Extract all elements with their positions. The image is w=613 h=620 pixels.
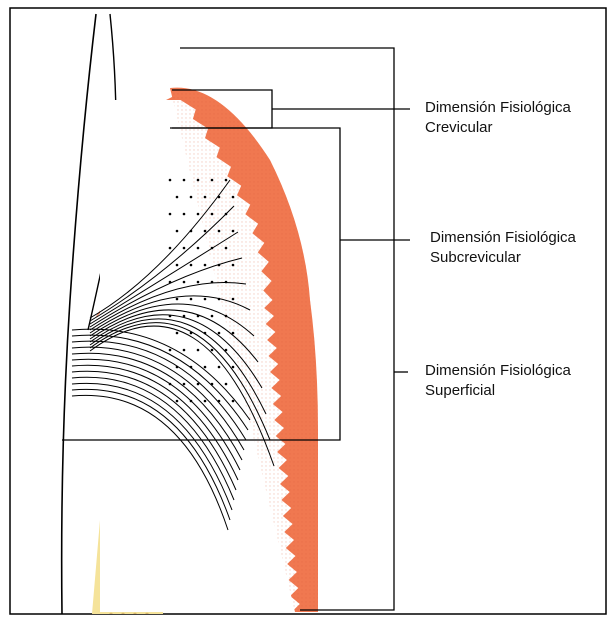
cell-dot	[204, 264, 207, 267]
cell-dot	[225, 383, 228, 386]
cell-dot	[218, 400, 221, 403]
cell-dot	[225, 281, 228, 284]
cell-dot	[211, 247, 214, 250]
cell-dot	[232, 196, 235, 199]
cell-dot	[183, 247, 186, 250]
label-crevicular: Dimensión Fisiológica Crevicular	[425, 98, 571, 138]
cell-dot	[232, 264, 235, 267]
cell-dot	[169, 247, 172, 250]
cell-dot	[183, 213, 186, 216]
cell-dot	[190, 196, 193, 199]
cell-dot	[197, 383, 200, 386]
cell-dot	[211, 179, 214, 182]
cell-dot	[204, 400, 207, 403]
cell-dot	[204, 196, 207, 199]
cell-dot	[176, 400, 179, 403]
cell-dot	[169, 383, 172, 386]
label-subcrevicular: Dimensión Fisiológica Subcrevicular	[430, 228, 576, 268]
cell-dot	[197, 281, 200, 284]
cell-dot	[190, 298, 193, 301]
cell-dot	[232, 298, 235, 301]
cell-dot	[190, 366, 193, 369]
cell-dot	[232, 366, 235, 369]
cell-dot	[232, 230, 235, 233]
cell-dot	[218, 332, 221, 335]
label-crevicular-line1: Dimensión Fisiológica	[425, 98, 571, 118]
cell-dot	[183, 349, 186, 352]
cell-dot	[232, 400, 235, 403]
cell-dot	[204, 366, 207, 369]
cell-dot	[225, 247, 228, 250]
label-superficial-line2: Superficial	[425, 381, 571, 401]
cell-dot	[176, 366, 179, 369]
cell-dot	[218, 298, 221, 301]
cell-dot	[204, 230, 207, 233]
cell-dot	[190, 264, 193, 267]
cell-dot	[197, 213, 200, 216]
cell-dot	[218, 366, 221, 369]
label-superficial-line1: Dimensión Fisiológica	[425, 361, 571, 381]
cell-dot	[211, 213, 214, 216]
label-subcrevicular-line2: Subcrevicular	[430, 248, 576, 268]
cell-dot	[169, 213, 172, 216]
cell-dot	[211, 383, 214, 386]
cell-dot	[190, 332, 193, 335]
cell-dot	[197, 315, 200, 318]
cell-dot	[176, 196, 179, 199]
cell-dot	[169, 281, 172, 284]
cell-dot	[225, 315, 228, 318]
cell-dot	[218, 196, 221, 199]
cell-dot	[211, 281, 214, 284]
cell-dot	[225, 213, 228, 216]
label-crevicular-line2: Crevicular	[425, 118, 571, 138]
cell-dot	[197, 179, 200, 182]
cell-dot	[183, 281, 186, 284]
cell-dot	[183, 383, 186, 386]
cell-dot	[218, 230, 221, 233]
cell-dot	[218, 264, 221, 267]
cell-dot	[176, 298, 179, 301]
cell-dot	[204, 332, 207, 335]
cell-dot	[225, 179, 228, 182]
label-subcrevicular-line1: Dimensión Fisiológica	[430, 228, 576, 248]
cell-dot	[211, 349, 214, 352]
cell-dot	[176, 332, 179, 335]
cell-dot	[197, 247, 200, 250]
cell-dot	[232, 332, 235, 335]
cell-dot	[197, 349, 200, 352]
cell-dot	[225, 349, 228, 352]
label-superficial: Dimensión Fisiológica Superficial	[425, 361, 571, 401]
cell-dot	[183, 179, 186, 182]
cell-dot	[176, 264, 179, 267]
cell-dot	[190, 400, 193, 403]
cell-dot	[190, 230, 193, 233]
cell-dot	[169, 179, 172, 182]
cell-dot	[176, 230, 179, 233]
tooth-outer-line	[62, 14, 96, 614]
cell-dot	[204, 298, 207, 301]
cell-dot	[169, 315, 172, 318]
cell-dot	[183, 315, 186, 318]
cell-dot	[169, 349, 172, 352]
cell-dot	[211, 315, 214, 318]
